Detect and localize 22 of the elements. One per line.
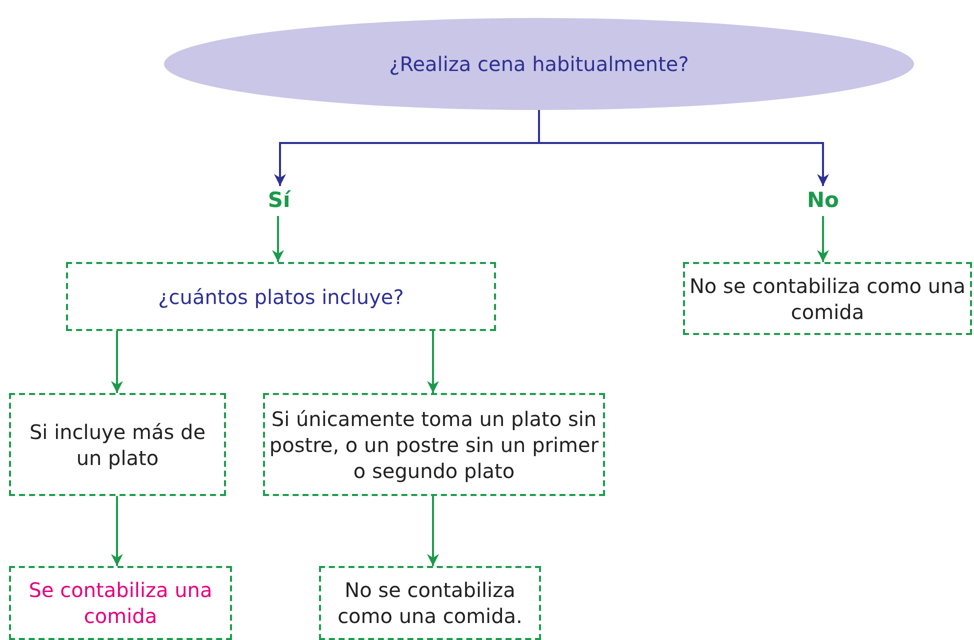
condition-box <box>9 393 226 496</box>
node-text: Si incluye más de un plato <box>28 418 207 470</box>
arrow <box>538 110 829 186</box>
result-box <box>9 566 232 640</box>
node-text: Se contabiliza una comida <box>28 577 214 629</box>
node-text: ¿Realiza cena habitualmente? <box>389 51 689 77</box>
answer-label: No <box>806 187 839 214</box>
arrow <box>111 496 123 566</box>
result-box <box>683 262 972 335</box>
arrow <box>817 216 829 262</box>
node-text: No se contabiliza como una comida. <box>336 577 524 629</box>
condition-box <box>263 393 605 496</box>
result-box <box>319 566 541 640</box>
arrow <box>427 331 439 393</box>
node-text: ¿cuántos platos incluye? <box>158 284 404 310</box>
arrow <box>272 216 284 262</box>
arrow <box>427 496 439 566</box>
node-text: No se contabiliza como una comida <box>689 272 966 324</box>
answer-label: Sí <box>268 187 290 214</box>
arrow <box>111 331 123 393</box>
question-box <box>66 262 496 331</box>
node-text: Si únicamente toma un plato sin postre, o un postre sin un primer o segundo plato <box>269 406 599 484</box>
